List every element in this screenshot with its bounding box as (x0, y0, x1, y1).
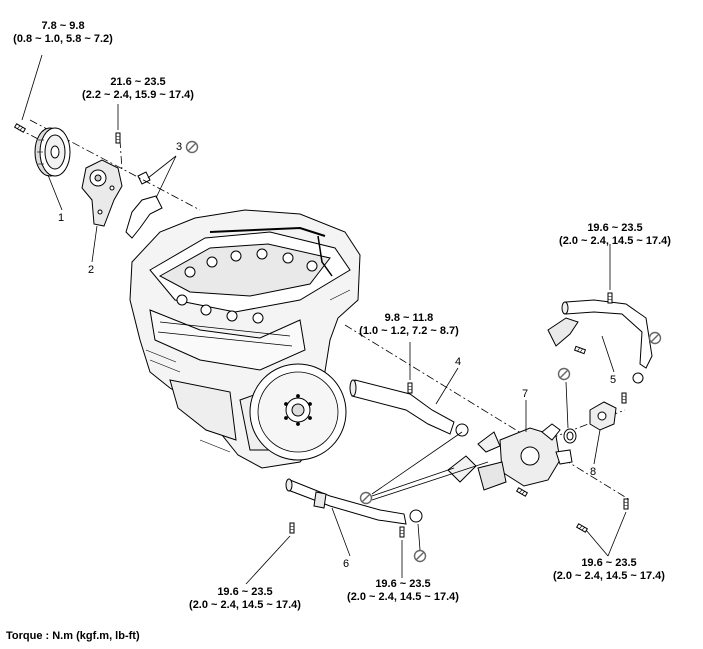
torque-label-lower-pipe-left: 19.6 ~ 23.5 (2.0 ~ 2.4, 14.5 ~ 17.4) (189, 586, 301, 611)
leader-part-5 (601, 335, 615, 373)
part-number-6: 6 (343, 558, 350, 570)
leader-torque-3a (585, 529, 609, 557)
leader-gasket-c (371, 461, 489, 501)
torque-label-pump-bolt: 21.6 ~ 23.5 (2.2 ~ 2.4, 15.9 ~ 17.4) (82, 76, 194, 101)
part-number-2: 2 (88, 264, 95, 276)
water-pump-gasket (125, 171, 163, 239)
part-number-1: 1 (58, 212, 65, 224)
o-ring (563, 428, 577, 444)
part-number-5: 5 (610, 374, 617, 386)
leader-gasket-a (371, 431, 463, 495)
sensor-bolt (621, 392, 627, 404)
leader-part-3b (155, 155, 177, 199)
leader-oring-6 (417, 523, 421, 551)
torque-label-upper-pipe-bolt: 19.6 ~ 23.5 (2.0 ~ 2.4, 14.5 ~ 17.4) (559, 222, 671, 247)
housing-bolt-right (623, 498, 629, 510)
upper-pipe-bolt (607, 292, 613, 304)
torque-label-pulley-bolt: 7.8 ~ 9.8 (0.8 ~ 1.0, 5.8 ~ 7.2) (13, 20, 113, 45)
part-number-4: 4 (455, 356, 462, 368)
leader-part-1 (47, 174, 63, 211)
lower-pipe-bolt-right (399, 526, 405, 538)
no-reuse-icon-oring (557, 367, 571, 381)
leader-part-4 (435, 367, 459, 405)
water-pump-pulley (34, 127, 71, 177)
leader-oring (565, 381, 569, 429)
coolant-temperature-sensor (589, 401, 617, 431)
water-pump (81, 159, 123, 227)
no-reuse-icon-6 (413, 549, 427, 563)
torque-label-housing-bolts: 19.6 ~ 23.5 (2.0 ~ 2.4, 14.5 ~ 17.4) (553, 557, 665, 582)
part-number-8: 8 (590, 466, 597, 478)
leader-torque-6 (245, 535, 291, 585)
pump-bolt (115, 132, 121, 144)
leader-part-8 (593, 429, 601, 465)
pulley-bolt (14, 123, 26, 133)
leader-part-2 (91, 225, 98, 263)
pipe-bolt (407, 382, 413, 394)
water-outlet-pipe (285, 478, 423, 525)
leader-part-6 (331, 507, 351, 557)
torque-label-lower-pipe-right: 19.6 ~ 23.5 (2.0 ~ 2.4, 14.5 ~ 17.4) (347, 578, 459, 603)
part-number-3: 3 (176, 141, 183, 153)
torque-label-inlet-pipe-bolt: 9.8 ~ 11.8 (1.0 ~ 1.2, 7.2 ~ 8.7) (359, 312, 459, 337)
leader-part-3a (147, 155, 177, 179)
leader-torque-1 (21, 54, 43, 121)
leader-gasket-b (371, 467, 455, 497)
heater-pipe (547, 299, 653, 384)
torque-unit-legend: Torque : N.m (kgf.m, lb-ft) (6, 630, 140, 642)
water-inlet-pipe (349, 379, 469, 437)
bracket-bolt (574, 345, 586, 355)
housing-bolt-mid (516, 487, 528, 497)
no-reuse-icon (185, 140, 199, 154)
housing-bolt-lower (576, 523, 588, 533)
leader-torque-3b (607, 511, 627, 557)
engine-assembly (129, 209, 361, 469)
no-reuse-icon-5 (648, 331, 662, 345)
no-reuse-icon-gaskets (359, 491, 373, 505)
lower-pipe-bolt-left (289, 522, 295, 534)
part-number-7: 7 (522, 388, 529, 400)
